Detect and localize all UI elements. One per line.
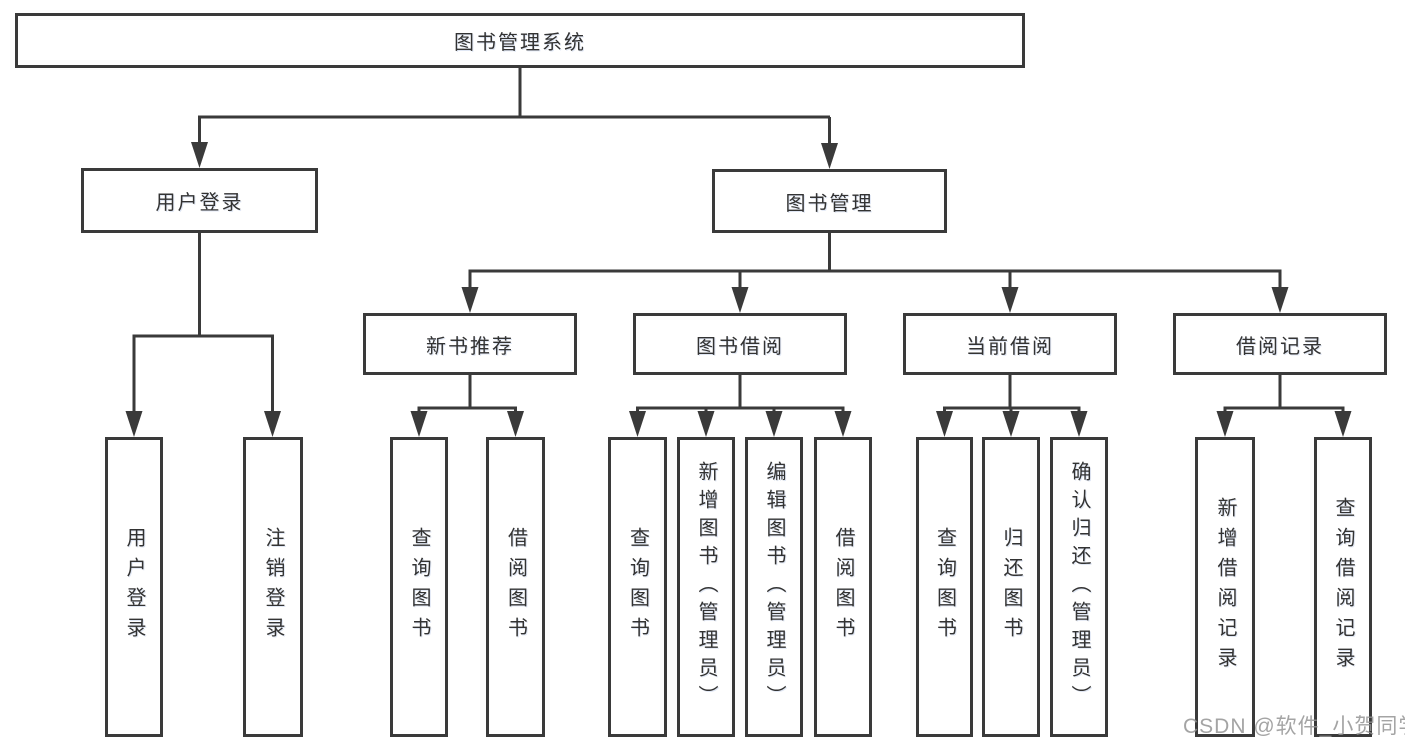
leaf-add-borrow-record: 新增借阅记录	[1195, 437, 1255, 737]
connector-new-book-children	[417, 375, 517, 427]
connector-borrow-record-children	[1223, 375, 1345, 427]
node-book-borrowing: 图书借阅	[633, 313, 847, 375]
leaf-return-books: 归还图书	[982, 437, 1040, 737]
leaf-add-books-admin: 新增图书（管理员）	[677, 437, 735, 737]
arrowheads	[125, 142, 1352, 437]
leaf-confirm-return-admin: 确认归还（管理员）	[1050, 437, 1108, 737]
leaf-query-books-recommend: 查询图书	[390, 437, 448, 737]
leaf-query-books-current: 查询图书	[916, 437, 973, 737]
leaf-borrow-books: 借阅图书	[814, 437, 872, 737]
connector-book-management-children	[468, 233, 1282, 303]
connector-user-login-children	[132, 233, 274, 427]
node-new-book-recommend: 新书推荐	[363, 313, 577, 375]
csdn-watermark: CSDN @软件_小贺同学	[1183, 715, 1405, 738]
connector-book-borrow-children	[636, 375, 845, 427]
node-borrowing-records: 借阅记录	[1173, 313, 1387, 375]
leaf-query-borrow-record: 查询借阅记录	[1314, 437, 1372, 737]
node-book-management: 图书管理	[712, 169, 947, 233]
leaf-user-login: 用户登录	[105, 437, 163, 737]
leaf-logout: 注销登录	[243, 437, 303, 737]
node-user-login: 用户登录	[81, 168, 318, 233]
leaf-borrow-books-recommend: 借阅图书	[486, 437, 545, 737]
leaf-edit-books-admin: 编辑图书（管理员）	[745, 437, 803, 737]
node-current-borrowing: 当前借阅	[903, 313, 1117, 375]
node-library-management-system: 图书管理系统	[15, 13, 1025, 68]
connector-root-to-level2	[198, 68, 831, 159]
leaf-query-books-borrow: 查询图书	[608, 437, 667, 737]
